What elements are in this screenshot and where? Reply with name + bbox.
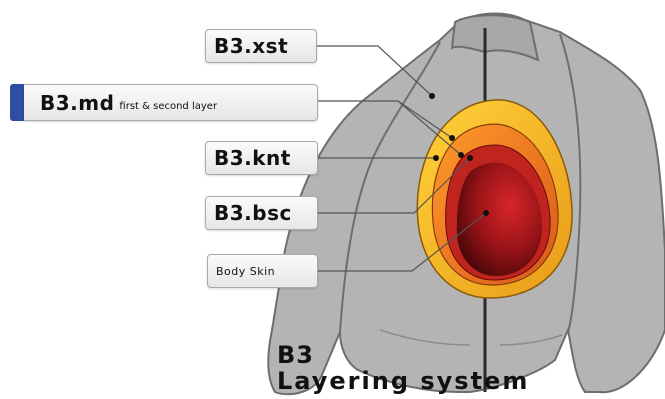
leader-dot [483, 210, 489, 216]
accent-bar [10, 84, 24, 121]
label-md: B3.md first & second layer [24, 84, 318, 121]
diagram-title: B3 Layering system [277, 343, 529, 393]
label-xst-text: B3.xst [214, 34, 288, 58]
title-line-2: Layering system [277, 369, 529, 393]
label-knt: B3.knt [205, 141, 318, 175]
label-bsc: B3.bsc [205, 196, 318, 230]
leader-dot [458, 152, 464, 158]
leader-dot [429, 93, 435, 99]
label-md-subtext: first & second layer [119, 101, 217, 112]
label-skin: Body Skin [207, 254, 318, 288]
label-md-text: B3.md [40, 91, 114, 115]
leader-dot [433, 155, 439, 161]
label-knt-text: B3.knt [214, 146, 291, 170]
title-line-1: B3 [277, 343, 529, 367]
leader-dot [449, 135, 455, 141]
label-bsc-text: B3.bsc [214, 201, 292, 225]
label-xst: B3.xst [205, 29, 317, 63]
leader-dot [467, 155, 473, 161]
label-skin-text: Body Skin [216, 265, 275, 278]
